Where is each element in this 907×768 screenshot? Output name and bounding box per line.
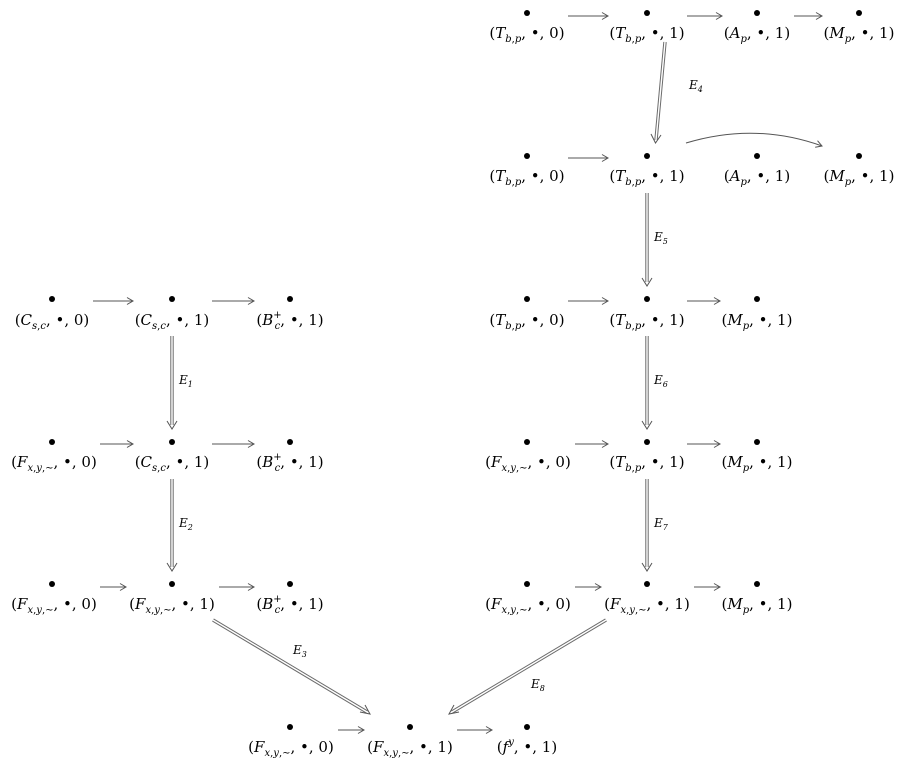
node-label-n29: (fy, •, 1) xyxy=(497,737,557,756)
double-arrow-e6 xyxy=(641,336,653,430)
edge-label-e1: E1 xyxy=(178,373,193,389)
node-dot-n14 xyxy=(754,296,760,302)
node-dot-n23 xyxy=(287,581,293,587)
node-label-n11: (B+c, •, 1) xyxy=(256,310,323,332)
node-label-n12: (Tb,p, •, 0) xyxy=(489,311,564,332)
node-label-n27: (Fx,y,∼, •, 0) xyxy=(248,738,334,759)
node-dot-n12 xyxy=(524,296,530,302)
node-dot-n9 xyxy=(49,296,55,302)
edge-label-e4: E4 xyxy=(688,78,703,94)
node-dot-n6 xyxy=(644,153,650,159)
node-label-n21: (Fx,y,∼, •, 0) xyxy=(11,595,97,616)
edge-label-e2: E2 xyxy=(178,516,193,532)
edge-label-e5: E5 xyxy=(653,230,668,246)
node-label-n5: (Tb,p, •, 0) xyxy=(489,167,564,188)
node-label-n10: (Cs,c, •, 1) xyxy=(135,311,210,332)
node-dot-n20 xyxy=(754,439,760,445)
node-dot-n18 xyxy=(524,439,530,445)
node-label-n19: (Tb,p, •, 1) xyxy=(609,453,684,474)
node-label-n14: (Mp, •, 1) xyxy=(722,311,793,332)
node-label-n18: (Fx,y,∼, •, 0) xyxy=(485,453,571,474)
node-dot-n1 xyxy=(524,10,530,16)
edge-label-e8: E8 xyxy=(530,677,545,693)
double-arrow-e2 xyxy=(166,479,178,572)
node-dot-n16 xyxy=(169,439,175,445)
double-arrow-e4 xyxy=(650,41,667,144)
node-dot-n15 xyxy=(49,439,55,445)
node-dot-n7 xyxy=(754,153,760,159)
node-dot-n10 xyxy=(169,296,175,302)
node-label-n17: (B+c, •, 1) xyxy=(256,452,323,474)
node-label-n26: (Mp, •, 1) xyxy=(722,595,793,616)
node-dot-n21 xyxy=(49,581,55,587)
node-dot-n13 xyxy=(644,296,650,302)
edge-label-e6: E6 xyxy=(653,373,668,389)
node-dot-n3 xyxy=(754,10,760,16)
node-dot-n17 xyxy=(287,439,293,445)
node-dot-n5 xyxy=(524,153,530,159)
node-label-n3: (Ap, •, 1) xyxy=(724,24,790,45)
node-label-n23: (B+c, •, 1) xyxy=(256,594,323,616)
double-arrow-e1 xyxy=(166,336,178,430)
node-dot-n29 xyxy=(524,724,530,730)
node-label-n8: (Mp, •, 1) xyxy=(824,167,895,188)
node-dot-n22 xyxy=(169,581,175,587)
node-dot-n8 xyxy=(856,153,862,159)
node-dot-n25 xyxy=(644,581,650,587)
edge-label-e7: E7 xyxy=(653,516,669,532)
node-dot-n24 xyxy=(524,581,530,587)
node-label-n13: (Tb,p, •, 1) xyxy=(609,311,684,332)
double-arrow-e7 xyxy=(641,479,653,572)
node-label-n9: (Cs,c, •, 0) xyxy=(15,311,90,332)
node-label-n1: (Tb,p, •, 0) xyxy=(489,24,564,45)
node-dot-n27 xyxy=(287,724,293,730)
node-label-n22: (Fx,y,∼, •, 1) xyxy=(129,595,215,616)
double-arrow-e3 xyxy=(212,618,371,715)
node-dot-n2 xyxy=(644,10,650,16)
double-arrow-e5 xyxy=(641,193,653,287)
node-label-n28: (Fx,y,∼, •, 1) xyxy=(367,738,453,759)
node-label-n15: (Fx,y,∼, •, 0) xyxy=(11,453,97,474)
node-label-n7: (Ap, •, 1) xyxy=(724,167,790,188)
node-dot-n19 xyxy=(644,439,650,445)
node-dot-n4 xyxy=(856,10,862,16)
node-label-n4: (Mp, •, 1) xyxy=(824,24,895,45)
node-label-n20: (Mp, •, 1) xyxy=(722,453,793,474)
double-arrow-e8 xyxy=(448,618,607,715)
node-label-n25: (Fx,y,∼, •, 1) xyxy=(604,595,690,616)
node-label-n2: (Tb,p, •, 1) xyxy=(609,24,684,45)
node-dot-n11 xyxy=(287,296,293,302)
node-label-n16: (Cs,c, •, 1) xyxy=(135,453,210,474)
edge-label-e3: E3 xyxy=(292,643,307,659)
arrow-n6-n8-curved xyxy=(685,132,823,148)
node-dot-n28 xyxy=(407,724,413,730)
node-dot-n26 xyxy=(754,581,760,587)
node-label-n24: (Fx,y,∼, •, 0) xyxy=(485,595,571,616)
node-label-n6: (Tb,p, •, 1) xyxy=(609,167,684,188)
